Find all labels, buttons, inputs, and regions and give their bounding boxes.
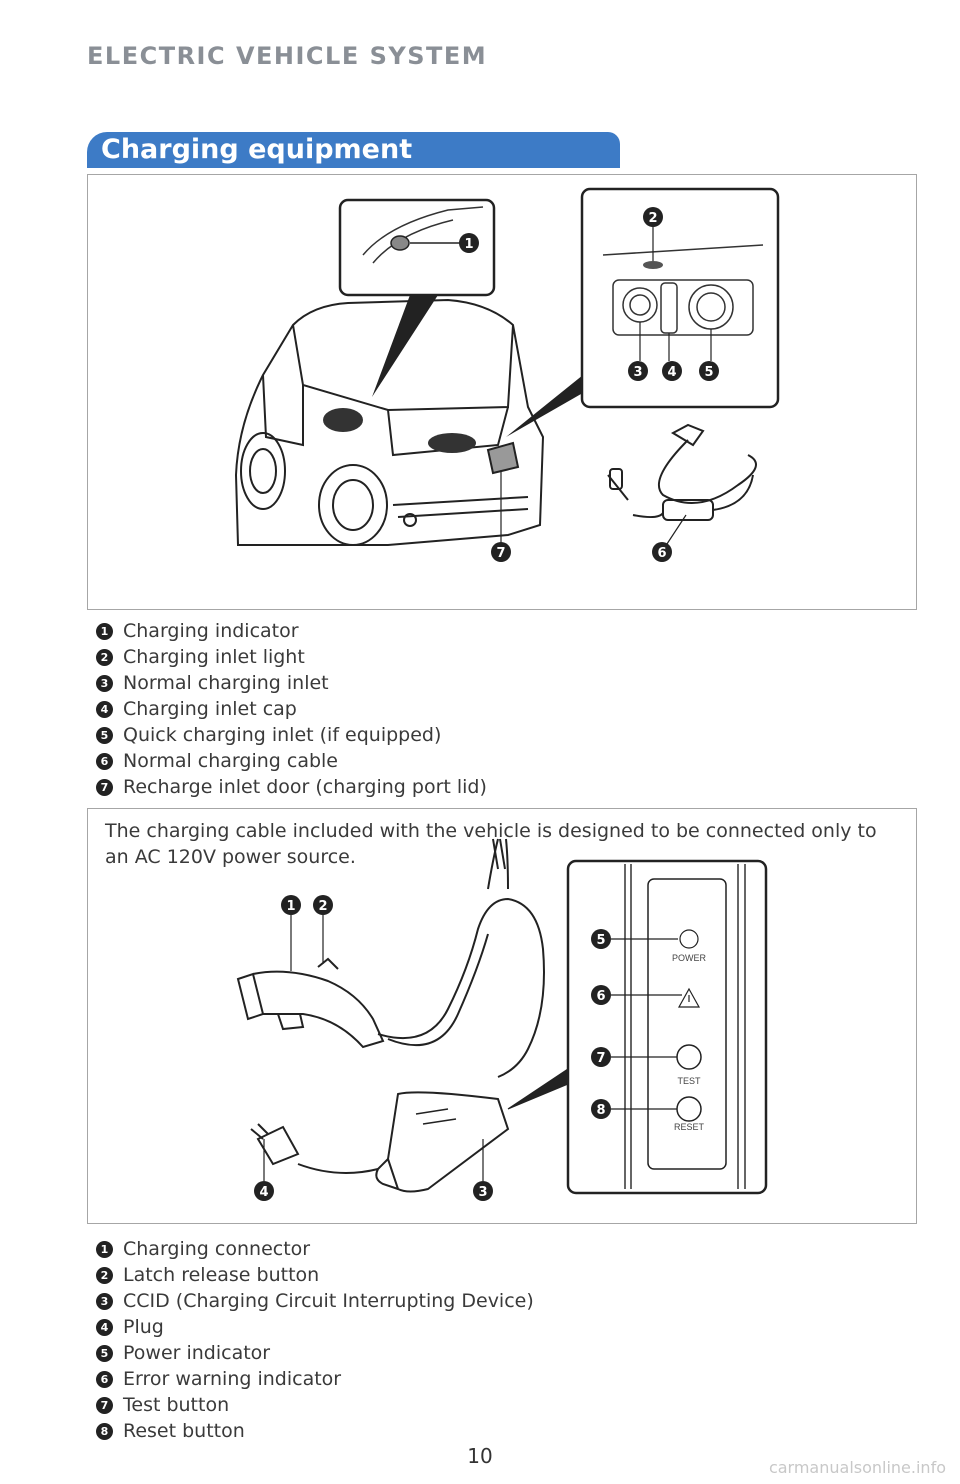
list-item: 1 Charging connector bbox=[96, 1236, 534, 1262]
callout-4 bbox=[662, 361, 682, 381]
list-number: 3 bbox=[96, 1292, 113, 1310]
callout-4-label: 4 bbox=[667, 365, 676, 380]
list-item: 2 Charging inlet light bbox=[96, 644, 487, 670]
reset-button-icon bbox=[676, 1096, 702, 1122]
callout-4-label: 4 bbox=[259, 1185, 268, 1200]
list-item: 6 Normal charging cable bbox=[96, 748, 487, 774]
list-label: Plug bbox=[123, 1316, 164, 1338]
callout-1-label: 1 bbox=[286, 899, 295, 914]
list-item: 5 Power indicator bbox=[96, 1340, 534, 1366]
list-label: Quick charging inlet (if equipped) bbox=[123, 724, 442, 746]
reset-label: RESET bbox=[674, 1122, 705, 1132]
section-title: Charging equipment bbox=[101, 134, 413, 165]
figure-charging-equipment: 1 2 3 4 5 6 7 bbox=[87, 174, 917, 610]
list-label: Error warning indicator bbox=[123, 1368, 342, 1390]
list-label: Charging inlet light bbox=[123, 646, 305, 668]
page-number: 10 bbox=[467, 1444, 493, 1468]
callout-5-label: 5 bbox=[704, 365, 713, 380]
list-number: 1 bbox=[96, 1240, 113, 1258]
callout-3 bbox=[628, 361, 648, 381]
callout-3-label: 3 bbox=[633, 365, 642, 380]
vehicle-illustration: 1 2 3 4 5 6 7 bbox=[234, 187, 780, 562]
list-number: 7 bbox=[96, 1396, 113, 1414]
cable-illustration: POWER TEST RESET 1 2 3 4 5 6 7 8 bbox=[236, 838, 768, 1201]
list-label: Power indicator bbox=[123, 1342, 271, 1364]
callout-7-label: 7 bbox=[596, 1051, 605, 1066]
list-item: 6 Error warning indicator bbox=[96, 1366, 534, 1392]
figure-charging-cable: POWER TEST RESET 1 2 3 4 5 6 7 8 The cha… bbox=[87, 808, 917, 1224]
list-item: 5 Quick charging inlet (if equipped) bbox=[96, 722, 487, 748]
callout-6-label: 6 bbox=[657, 546, 666, 561]
callout-5 bbox=[591, 929, 611, 949]
list-number: 5 bbox=[96, 726, 113, 744]
list-label: Charging indicator bbox=[123, 620, 299, 642]
cable-note: The charging cable included with the veh… bbox=[105, 820, 877, 868]
list-number: 4 bbox=[96, 1318, 113, 1336]
list-label: Normal charging inlet bbox=[123, 672, 329, 694]
callout-6 bbox=[652, 542, 672, 562]
list-number: 6 bbox=[96, 1370, 113, 1388]
callout-8 bbox=[591, 1099, 611, 1119]
list-label: Latch release button bbox=[123, 1264, 320, 1286]
callout-7 bbox=[491, 542, 511, 562]
callout-5 bbox=[699, 361, 719, 381]
list-item: 2 Latch release button bbox=[96, 1262, 534, 1288]
list-item: 4 Charging inlet cap bbox=[96, 696, 487, 722]
cable-list: 1 Charging connector 2 Latch release butto… bbox=[96, 1236, 534, 1444]
list-label: Charging inlet cap bbox=[123, 698, 297, 720]
callout-2-label: 2 bbox=[318, 899, 327, 914]
list-number: 5 bbox=[96, 1344, 113, 1362]
section-tab: Charging equipment bbox=[87, 132, 620, 168]
callout-2 bbox=[313, 895, 333, 915]
watermark: carmanualsonline.info bbox=[768, 1458, 946, 1477]
test-button-icon bbox=[676, 1044, 702, 1070]
callout-3-label: 3 bbox=[478, 1185, 487, 1200]
list-item: 7 Test button bbox=[96, 1392, 534, 1418]
power-label: POWER bbox=[672, 953, 707, 963]
list-item: 4 Plug bbox=[96, 1314, 534, 1340]
list-item: 3 CCID (Charging Circuit Interrupting Dev… bbox=[96, 1288, 534, 1314]
list-label: Test button bbox=[123, 1394, 230, 1416]
callout-1-label: 1 bbox=[464, 237, 473, 252]
callout-6 bbox=[591, 985, 611, 1005]
list-label: Reset button bbox=[123, 1420, 245, 1442]
callout-1 bbox=[459, 233, 479, 253]
list-number: 1 bbox=[96, 622, 113, 640]
page-header: ELECTRIC VEHICLE SYSTEM bbox=[87, 42, 488, 70]
list-item: 7 Recharge inlet door (charging port lid) bbox=[96, 774, 487, 800]
list-label: Charging connector bbox=[123, 1238, 311, 1260]
callout-8-label: 8 bbox=[596, 1103, 605, 1118]
callout-7-label: 7 bbox=[496, 546, 505, 561]
callout-2 bbox=[643, 207, 663, 227]
list-number: 8 bbox=[96, 1422, 113, 1440]
callout-2-label: 2 bbox=[648, 211, 657, 226]
list-item: 8 Reset button bbox=[96, 1418, 534, 1444]
list-number: 2 bbox=[96, 1266, 113, 1284]
test-label: TEST bbox=[677, 1076, 701, 1086]
list-number: 7 bbox=[96, 778, 113, 796]
callout-7 bbox=[591, 1047, 611, 1067]
list-item: 3 Normal charging inlet bbox=[96, 670, 487, 696]
callout-3 bbox=[473, 1181, 493, 1201]
list-label: Normal charging cable bbox=[123, 750, 338, 772]
list-number: 4 bbox=[96, 700, 113, 718]
callout-4 bbox=[254, 1181, 274, 1201]
list-number: 2 bbox=[96, 648, 113, 666]
list-number: 6 bbox=[96, 752, 113, 770]
equipment-list: 1 Charging indicator 2 Charging inlet ligh… bbox=[96, 618, 487, 800]
list-label: Recharge inlet door (charging port lid) bbox=[123, 776, 487, 798]
list-item: 1 Charging indicator bbox=[96, 618, 487, 644]
list-label: CCID (Charging Circuit Interrupting Devi… bbox=[123, 1290, 534, 1312]
callout-1 bbox=[281, 895, 301, 915]
callout-6-label: 6 bbox=[596, 989, 605, 1004]
power-indicator-icon bbox=[679, 929, 699, 949]
callout-5-label: 5 bbox=[596, 933, 605, 948]
list-number: 3 bbox=[96, 674, 113, 692]
